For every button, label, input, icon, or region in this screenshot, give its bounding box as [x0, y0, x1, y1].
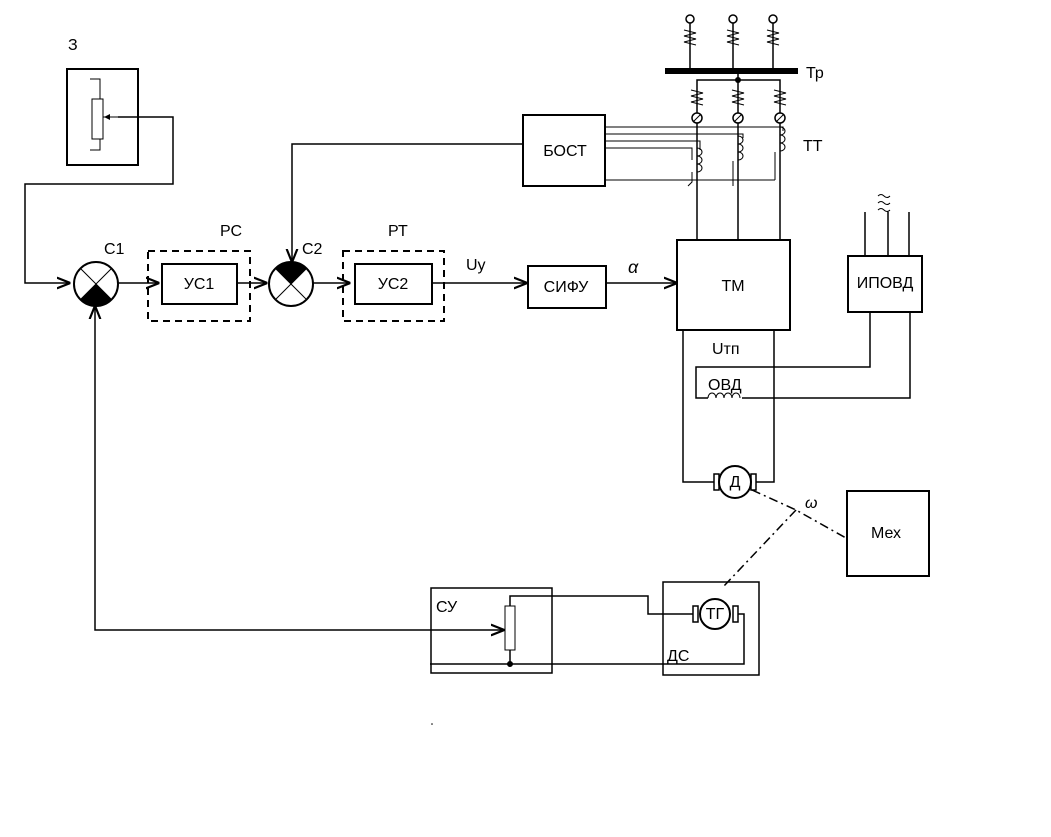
mechanism-block: Мех	[846, 490, 930, 577]
tt-label: ТТ	[803, 138, 823, 155]
tm-label: ТМ	[721, 278, 744, 295]
ovd-winding: ОВД	[707, 377, 742, 399]
speed-sensor-ds: ТГ ДС	[662, 581, 760, 676]
uy-label: Uy	[466, 257, 486, 274]
setter-block: З	[66, 37, 139, 166]
speed-feedback-wire	[95, 307, 432, 631]
armature-wire-left	[682, 330, 714, 483]
shaft-coupling	[751, 489, 847, 539]
c1-label: С1	[104, 241, 125, 258]
alpha-label: α	[628, 257, 639, 277]
mex-label: Мех	[871, 525, 901, 542]
speed-regulator-rs: УС1 РС	[147, 223, 251, 322]
supply-terminals	[683, 14, 780, 70]
ipovd-label: ИПОВД	[857, 275, 914, 292]
motor-d: Д	[713, 465, 757, 499]
comparator-c2: С2	[268, 241, 323, 307]
c2-label: С2	[302, 241, 323, 258]
sifu-label: СИФУ	[544, 279, 590, 296]
setter-label: З	[68, 37, 78, 54]
tg-to-su-wire	[509, 595, 693, 615]
ds-label: ДС	[667, 648, 689, 665]
bost-block: БОСТ	[522, 114, 606, 187]
armature-wire-right	[756, 330, 775, 483]
current-regulator-rt: УС2 РТ	[342, 223, 445, 322]
bost-label: БОСТ	[543, 143, 587, 160]
setter-wire	[24, 116, 174, 283]
ipovd-block: ИПОВД	[847, 194, 923, 313]
junction-dot	[507, 661, 513, 667]
ipovd-ovd-wire-2	[742, 312, 911, 399]
comparator-c1: С1	[73, 241, 125, 307]
stray-dot	[431, 723, 433, 725]
d-label: Д	[730, 474, 741, 491]
bost-ct-wires	[605, 126, 784, 187]
ipovd-ovd-wire-1	[695, 312, 871, 399]
ovd-label: ОВД	[708, 377, 742, 394]
rt-label: РТ	[388, 223, 408, 240]
us2-label: УС2	[378, 276, 409, 293]
bost-feedback-wire	[292, 143, 523, 261]
tg-return-wire	[430, 613, 745, 665]
tr-label: Тр	[806, 65, 824, 82]
shaft-to-tg	[722, 509, 797, 588]
sifu-block: СИФУ	[527, 265, 607, 309]
us1-label: УС1	[184, 276, 215, 293]
secondary-windings	[690, 74, 787, 210]
su-label: СУ	[436, 599, 458, 616]
thyristor-converter-tm: ТМ	[676, 239, 791, 331]
utp-label: Uтп	[712, 341, 740, 358]
tg-label: ТГ	[706, 606, 725, 623]
rs-label: РС	[220, 223, 242, 240]
omega-label: ω	[805, 495, 817, 512]
